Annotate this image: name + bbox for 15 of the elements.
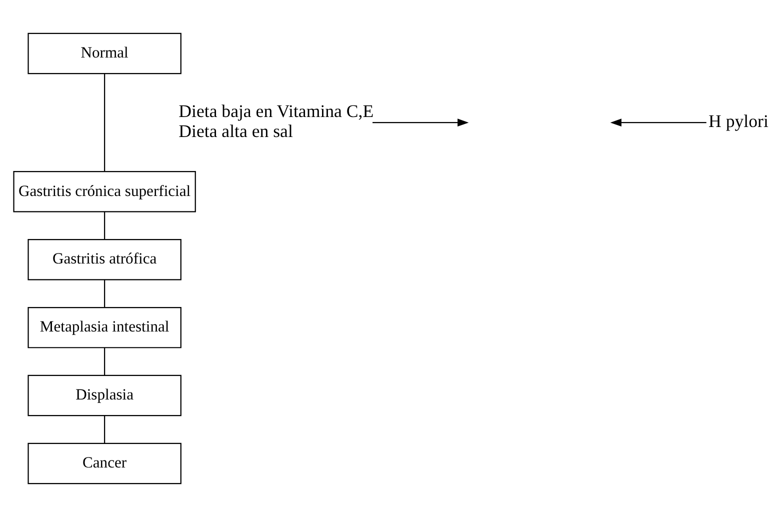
connector bbox=[104, 415, 105, 443]
node-box: Gastritis crónica superficial bbox=[12, 170, 196, 212]
node-box: Metaplasia intestinal bbox=[27, 306, 181, 348]
node-text: H pylori bbox=[708, 110, 768, 130]
connector bbox=[104, 73, 105, 171]
node-box: Normal bbox=[27, 32, 181, 74]
arrow bbox=[372, 118, 468, 126]
node-box: Cancer bbox=[27, 442, 181, 484]
connector bbox=[104, 347, 105, 375]
node-text: Dieta baja en Vitamina C,E Dieta alta en sal bbox=[178, 100, 374, 140]
node-box: Displasia bbox=[27, 374, 181, 416]
connector bbox=[104, 211, 105, 239]
node-box: Gastritis atrófica bbox=[27, 238, 181, 280]
connector bbox=[104, 279, 105, 307]
arrow bbox=[610, 118, 706, 126]
